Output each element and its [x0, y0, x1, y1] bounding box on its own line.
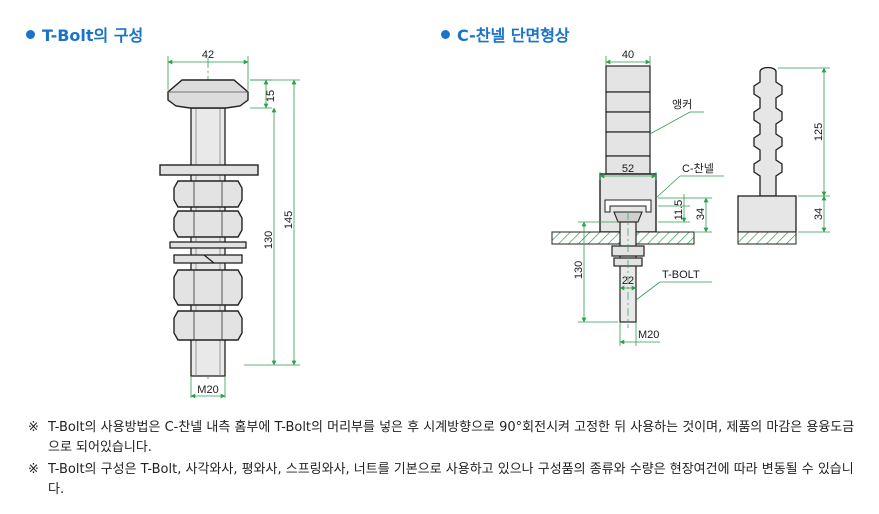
dimension-label: 42	[202, 49, 214, 61]
nut	[173, 310, 243, 341]
dimension-11-5	[658, 194, 690, 223]
flat-washer	[169, 241, 247, 249]
note-usage: ※ T-Bolt의 사용방법은 C-찬넬 내측 홈부에 T-Bolt의 머리부를…	[28, 418, 858, 458]
dimension-label: 52	[622, 163, 634, 175]
dimension-label: 34	[813, 208, 825, 220]
nut	[173, 210, 243, 238]
section-title-channel-text: C-찬넬 단면형상	[457, 26, 570, 45]
technical-drawing: 42 15 130 145 M20	[159, 49, 830, 399]
note-text: T-Bolt의 사용방법은 C-찬넬 내측 홈부에 T-Bolt의 머리부를 넣…	[48, 420, 855, 455]
channel-drawing: 40 앵커 52 C-찬넬 11.5 34	[551, 49, 830, 346]
dimension-label: 125	[813, 123, 825, 141]
dimension-52	[599, 172, 657, 180]
spring-washer	[173, 254, 243, 264]
channel-profile	[737, 66, 797, 245]
note-mark: ※	[28, 420, 39, 435]
dimension-label: 22	[622, 275, 634, 287]
dimension-34-profile	[798, 195, 830, 233]
dimension-label: 130	[573, 261, 585, 279]
bullet-icon	[26, 29, 35, 39]
dimension-label: 11.5	[673, 200, 685, 221]
section-title-tbolt-text: T-Bolt의 구성	[42, 26, 144, 45]
dimension-42	[167, 56, 249, 90]
dimension-40	[605, 56, 651, 66]
dimension-label: M20	[197, 384, 218, 396]
bolt-head	[167, 79, 249, 109]
note-mark: ※	[28, 462, 39, 477]
dimension-label: 145	[283, 211, 295, 229]
note-text: T-Bolt의 구성은 T-Bolt, 사각와사, 평와사, 스프링와사, 너트…	[48, 462, 854, 497]
tbolt-drawing: 42 15 130 145 M20	[159, 49, 300, 399]
nut	[173, 180, 243, 208]
square-washer	[159, 164, 259, 176]
channel-label: C-찬넬	[682, 161, 714, 175]
dimension-label: 130	[263, 231, 275, 249]
dimension-label: 34	[695, 208, 707, 220]
dimension-label: 15	[265, 90, 277, 102]
dimension-145	[250, 79, 300, 366]
dimension-130-bolt	[578, 221, 618, 323]
dimension-label: 40	[622, 49, 634, 61]
anchor	[605, 65, 651, 175]
dimension-34	[658, 197, 712, 233]
note-components: ※ T-Bolt의 구성은 T-Bolt, 사각와사, 평와사, 스프링와사, …	[28, 460, 858, 500]
anchor-label: 앵커	[672, 98, 692, 111]
dimension-130	[244, 107, 286, 366]
section-title-tbolt: T-Bolt의 구성	[26, 22, 143, 46]
tbolt-label: T-BOLT	[662, 269, 700, 281]
bullet-icon	[441, 29, 450, 39]
nut	[173, 269, 243, 306]
dimension-m20	[190, 376, 226, 399]
dimension-m20-right	[619, 322, 660, 346]
dimension-label: M20	[638, 329, 659, 341]
section-title-channel: C-찬넬 단면형상	[441, 22, 570, 46]
